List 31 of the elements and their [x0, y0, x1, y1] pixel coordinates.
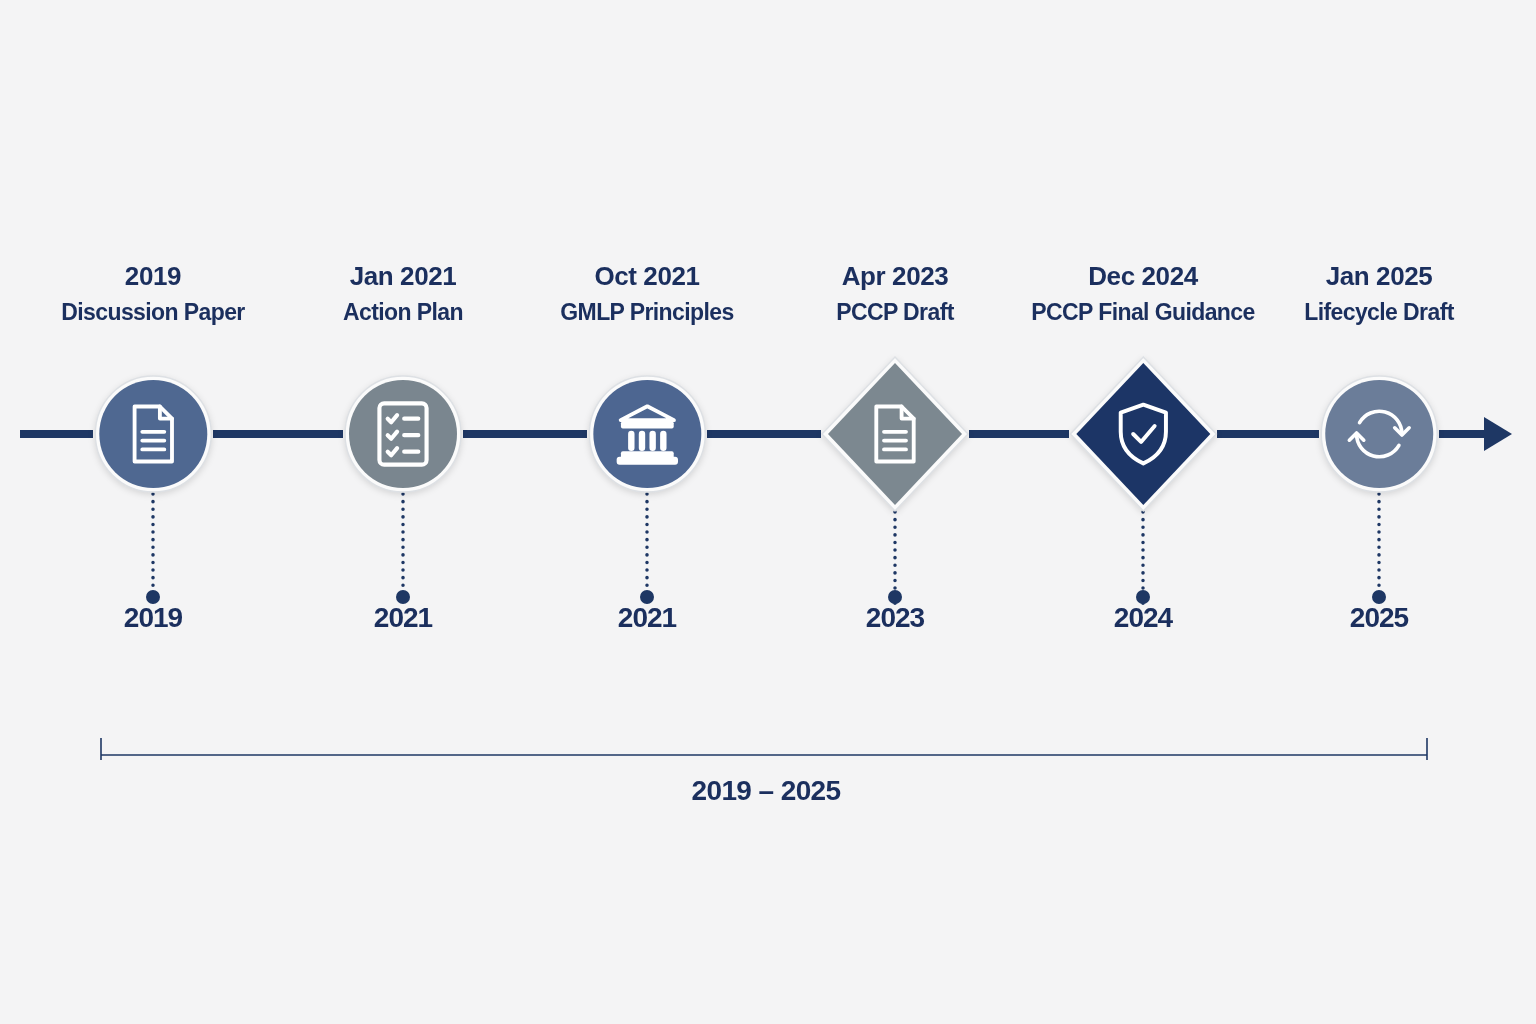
milestone-title: PCCP Final Guidance — [1031, 298, 1255, 327]
milestone-date: Jan 2021 — [349, 260, 457, 293]
dotted-leader-line — [1136, 510, 1150, 606]
milestone-date: Oct 2021 — [594, 260, 700, 293]
dotted-leader-line — [640, 492, 654, 606]
milestone-date: 2019 — [124, 260, 182, 293]
year-label: 2021 — [617, 604, 677, 632]
milestone-title: Action Plan — [343, 298, 463, 327]
year-label: 2021 — [373, 604, 433, 632]
timeline-line — [969, 430, 1069, 438]
milestone-date: Dec 2024 — [1088, 260, 1198, 293]
dotted-leader-line — [396, 492, 410, 606]
milestone-title: GMLP Principles — [560, 298, 734, 327]
range-label: 2019 – 2025 — [691, 777, 841, 805]
dotted-leader-line — [146, 492, 160, 606]
timeline-line — [707, 430, 821, 438]
milestone-title: PCCP Draft — [836, 298, 954, 327]
timeline-arrow — [1439, 417, 1512, 451]
year-label: 2024 — [1113, 604, 1173, 632]
year-label: 2023 — [865, 604, 925, 632]
milestone-title: Lifecycle Draft — [1304, 298, 1454, 327]
timeline-line — [1217, 430, 1319, 438]
milestone-title: Discussion Paper — [61, 298, 245, 327]
timeline-line — [213, 430, 343, 438]
dotted-leader-line — [1372, 492, 1386, 606]
milestone-date: Jan 2025 — [1325, 260, 1433, 293]
year-label: 2019 — [123, 604, 183, 632]
milestone-date: Apr 2023 — [841, 260, 949, 293]
year-label: 2025 — [1349, 604, 1409, 632]
timeline-line — [463, 430, 587, 438]
dotted-leader-line — [888, 510, 902, 606]
